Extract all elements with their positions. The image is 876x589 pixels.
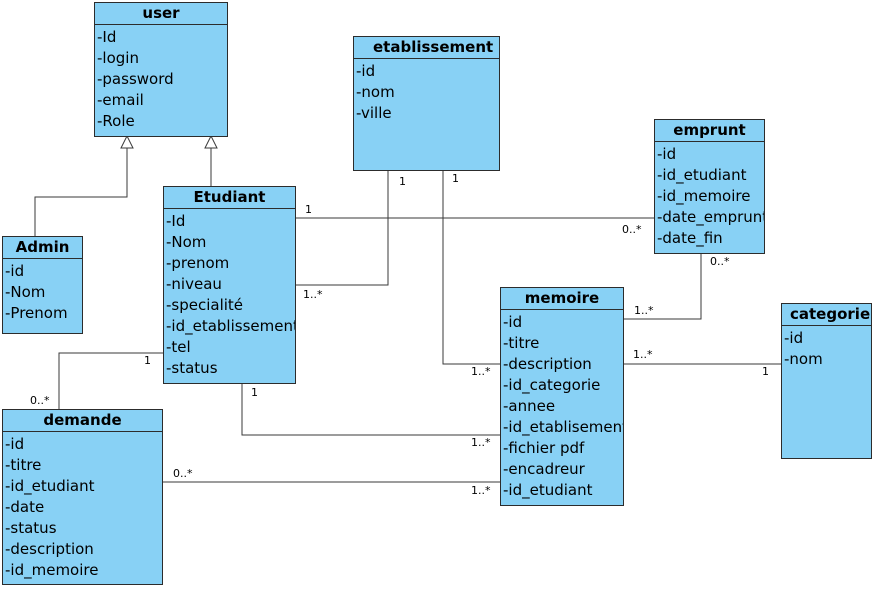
attribute: -date [5,498,45,516]
attribute: -nom [784,350,823,368]
attribute: -specialité [166,296,244,314]
class-etudiant-attributes: -Id -Nom -prenom -niveau -specialité -id_etab… [164,209,295,379]
assoc-etudiant-memoire [241,384,500,436]
inheritance-admin-user [34,148,128,236]
class-memoire-name: memoire [501,288,623,310]
inheritance-arrow-etudiant [204,134,218,149]
attribute: -description [503,355,592,373]
attribute: -id [5,262,25,280]
class-etablissement-name: etablissement [354,37,499,59]
attribute: -id_etudiant [5,477,95,495]
attribute: -description [5,540,94,558]
class-admin[interactable]: Admin -id -Nom -Prenom [2,236,83,334]
mult-memoire-categorie-categorie: 1 [762,365,769,378]
attribute: -date_emprunt [657,208,765,226]
mult-memoire-categorie-memoire: 1..* [633,348,653,361]
inheritance-arrow-admin [120,134,134,149]
mult-etab-memoire-memoire: 1..* [471,365,491,378]
attribute: -prenom [166,254,230,272]
class-etudiant-name: Etudiant [164,187,295,209]
attribute: -status [5,519,57,537]
attribute: -Nom [166,233,207,251]
attribute: -titre [5,456,42,474]
class-demande[interactable]: demande -id -titre -id_etudiant -date -statu… [2,409,163,585]
mult-etab-memoire-etab: 1 [452,172,459,185]
mult-demande-memoire-memoire: 1..* [471,484,491,497]
attribute: -Id [97,28,117,46]
attribute: -id [657,145,677,163]
attribute: -id [784,329,804,347]
class-emprunt[interactable]: emprunt -id -id_etudiant -id_memoire -date_… [654,119,765,254]
attribute: -id_etablissement [166,317,296,335]
class-demande-attributes: -id -titre -id_etudiant -date -status -descri… [3,432,162,581]
mult-emprunt-memoire-memoire: 1..* [634,304,654,317]
attribute: -email [97,91,144,109]
attribute: -id_etudiant [657,166,747,184]
mult-etab-etudiant-etudiant: 1..* [303,288,323,301]
class-memoire[interactable]: memoire -id -titre -description -id_categor… [500,287,624,506]
mult-demande-memoire-demande: 0..* [173,467,193,480]
attribute: -id_categorie [503,376,601,394]
attribute: -fichier pdf [503,439,585,457]
class-admin-name: Admin [3,237,82,259]
mult-etudiant-memoire-memoire: 1..* [471,436,491,449]
mult-emprunt-memoire-emprunt: 0..* [710,255,730,268]
class-memoire-attributes: -id -titre -description -id_categorie -annee… [501,310,623,501]
attribute: -niveau [166,275,222,293]
attribute: -id_etudiant [503,481,593,499]
assoc-etablissement-memoire [442,170,500,365]
attribute: -id_memoire [5,561,99,579]
attribute: -id_memoire [657,187,751,205]
mult-etudiant-demande-demande: 0..* [30,394,50,407]
class-demande-name: demande [3,410,162,432]
class-emprunt-attributes: -id -id_etudiant -id_memoire -date_emprunt -… [655,142,764,249]
attribute: -tel [166,338,191,356]
mult-etudiant-emprunt-emprunt: 0..* [622,223,642,236]
class-categorie-attributes: -id -nom [782,326,871,370]
attribute: -id [356,62,376,80]
attribute: -date_fin [657,229,723,247]
class-emprunt-name: emprunt [655,120,764,142]
assoc-emprunt-memoire [624,253,702,320]
assoc-etudiant-demande [58,352,163,409]
attribute: -Nom [5,283,46,301]
attribute: -ville [356,104,392,122]
mult-etudiant-memoire-etudiant: 1 [251,386,258,399]
attribute: -id [503,313,523,331]
class-admin-attributes: -id -Nom -Prenom [3,259,82,324]
attribute: -encadreur [503,460,585,478]
attribute: -id_etablisement [503,418,624,436]
class-etudiant[interactable]: Etudiant -Id -Nom -prenom -niveau -specialit… [163,186,296,384]
class-user-name: user [95,3,227,25]
class-etablissement-attributes: -id -nom -ville [354,59,499,124]
attribute: -password [97,70,174,88]
class-etablissement[interactable]: etablissement -id -nom -ville [353,36,500,171]
attribute: -nom [356,83,395,101]
class-user-attributes: -Id -login -password -email -Role [95,25,227,132]
class-categorie[interactable]: categorie -id -nom [781,303,872,459]
attribute: -Prenom [5,304,68,322]
class-user[interactable]: user -Id -login -password -email -Role [94,2,228,137]
attribute: -id [5,435,25,453]
assoc-etablissement-etudiant [296,170,389,286]
attribute: -titre [503,334,540,352]
mult-etudiant-demande-etudiant: 1 [144,354,151,367]
attribute: -Role [97,112,135,130]
attribute: -status [166,359,218,377]
attribute: -login [97,49,139,67]
attribute: -Id [166,212,186,230]
mult-etudiant-emprunt-etudiant: 1 [305,203,312,216]
mult-etab-etudiant-etab: 1 [399,175,406,188]
attribute: -annee [503,397,556,415]
class-categorie-name: categorie [782,304,871,326]
